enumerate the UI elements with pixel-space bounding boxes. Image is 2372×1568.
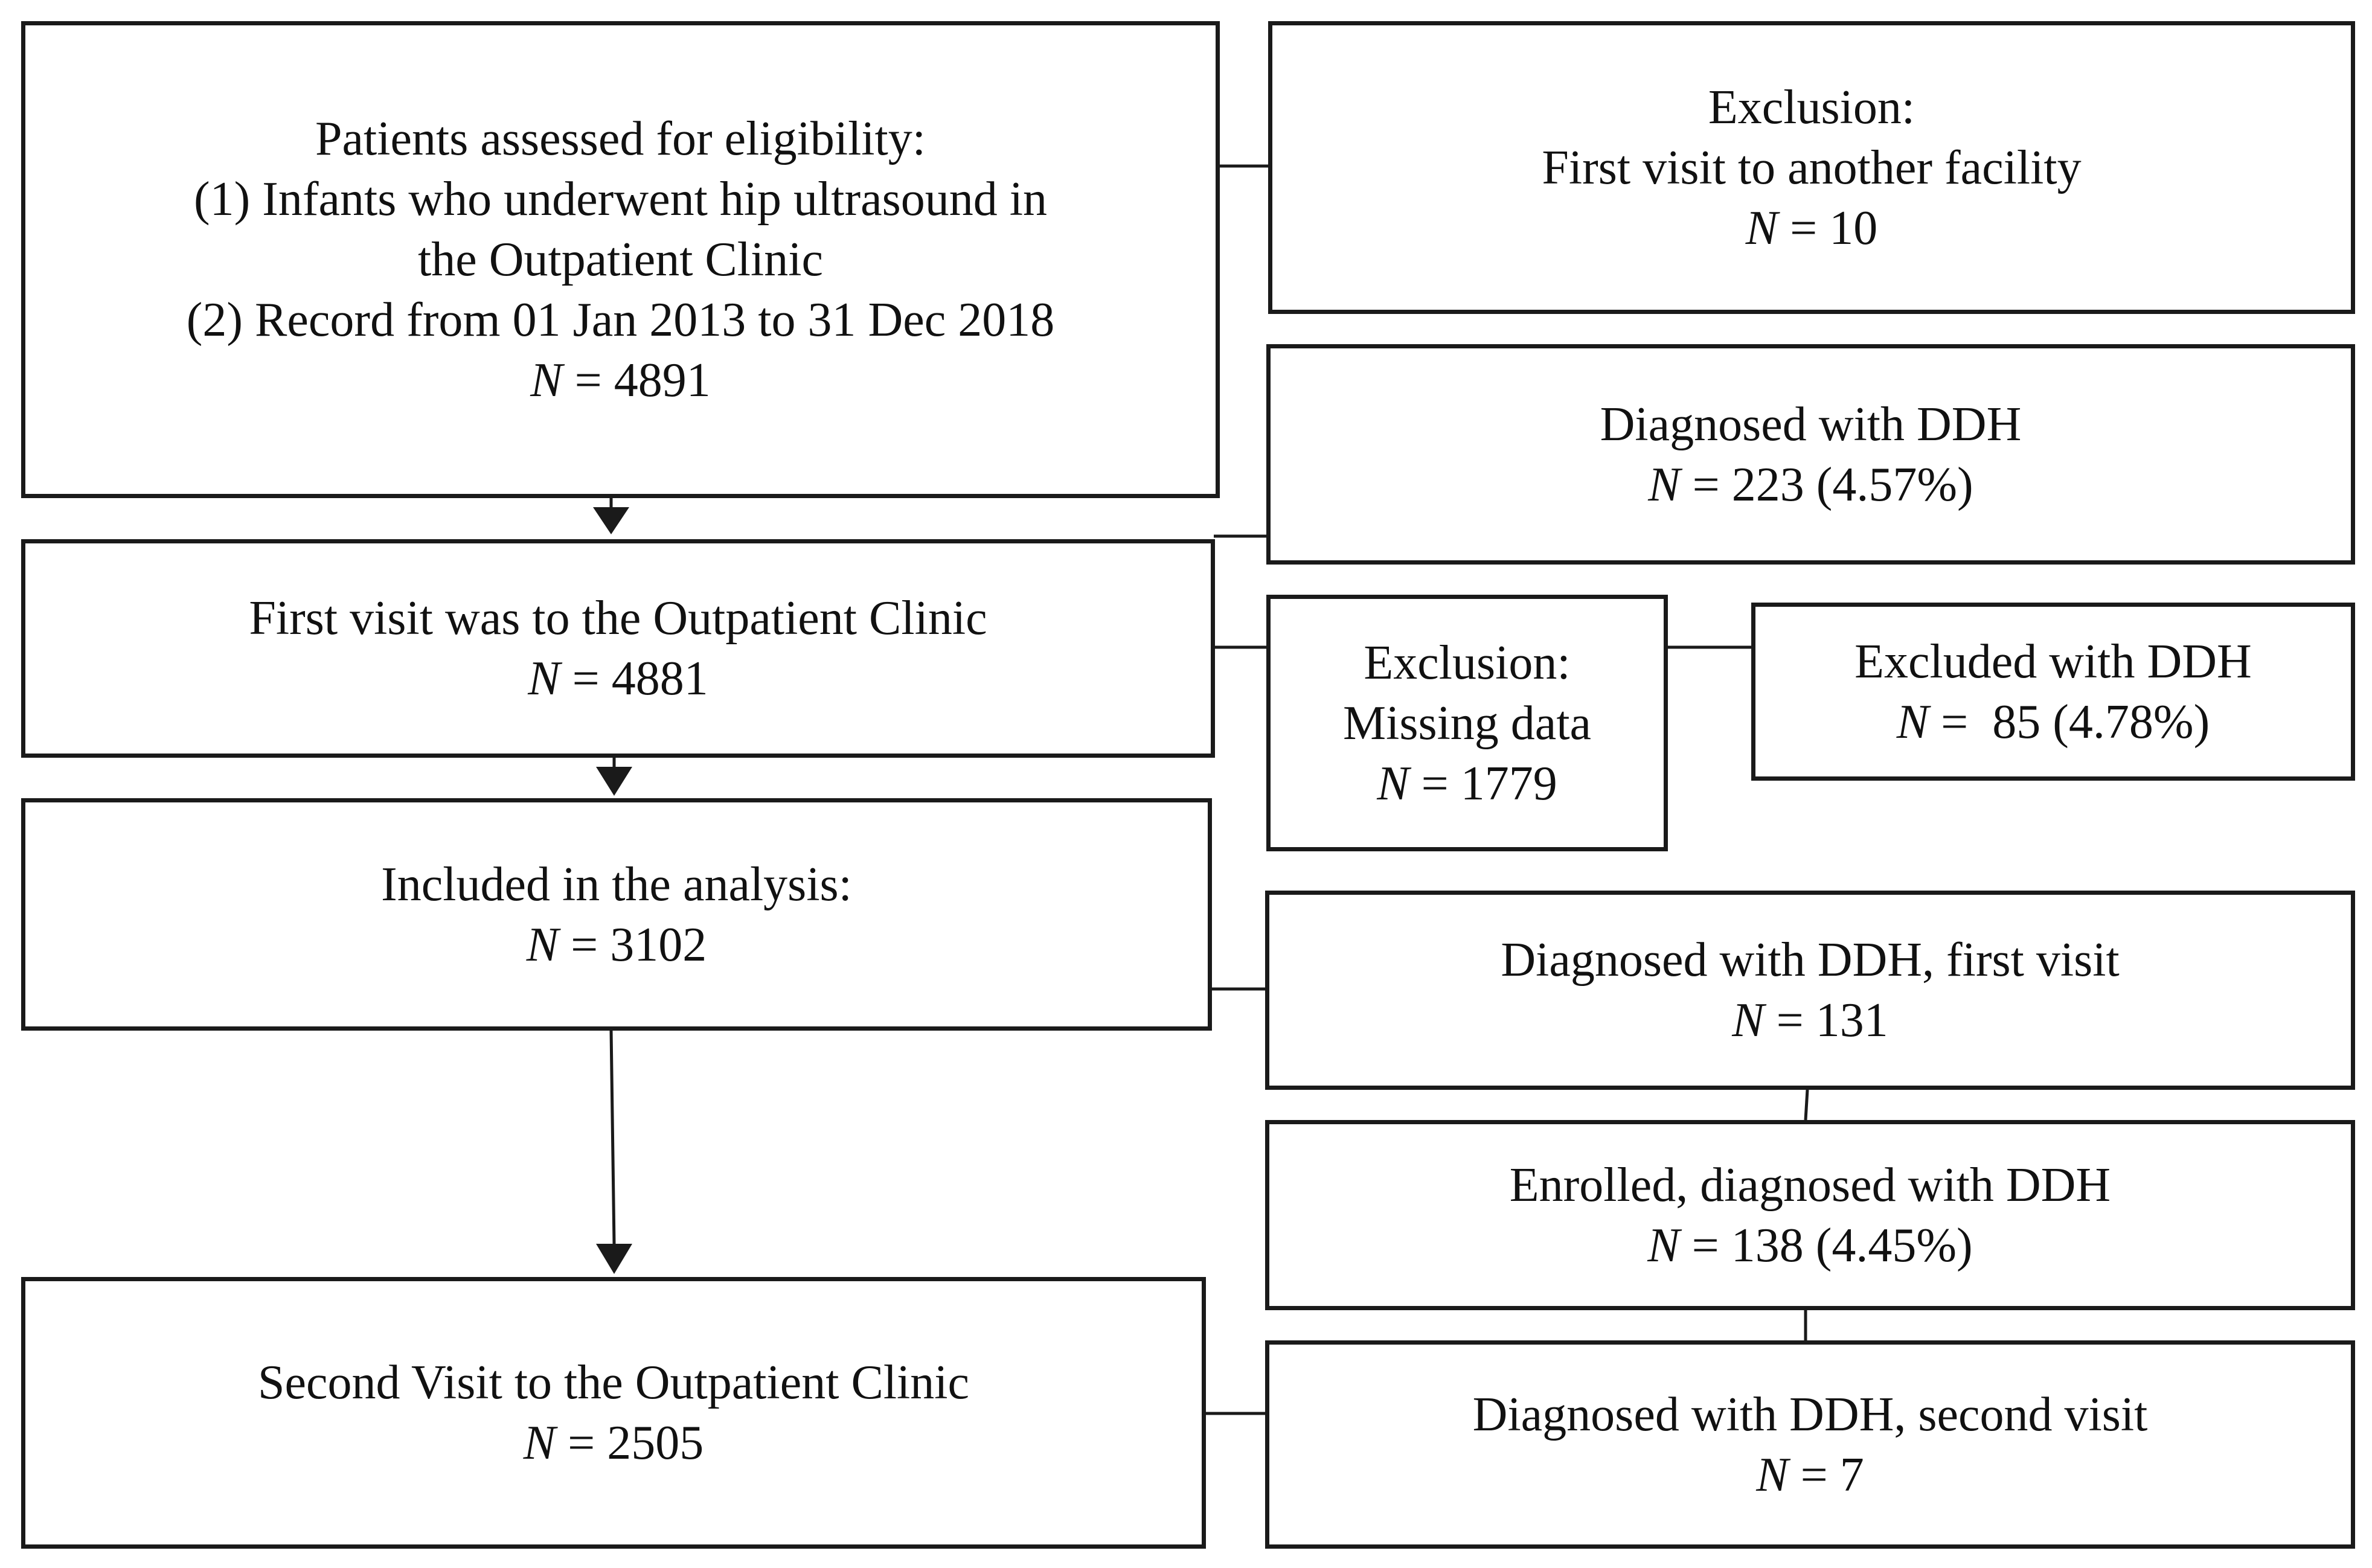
ddh-second-line-1: Diagnosed with DDH, second visit — [1472, 1387, 2148, 1441]
first-visit-n: N = 4881 — [528, 652, 708, 705]
box-ddh-first-text: Diagnosed with DDH, first visit N = 131 — [1501, 930, 2119, 1051]
second-visit-line-1: Second Visit to the Outpatient Clinic — [257, 1356, 970, 1409]
ddh-first-n: N = 131 — [1732, 994, 1888, 1047]
ddh-total-n: N = 223 (4.57%) — [1648, 458, 1973, 511]
enrolled-ddh-n: N = 138 (4.45%) — [1647, 1218, 1973, 1272]
box-ddh-first: Diagnosed with DDH, first visit N = 131 — [1265, 891, 2355, 1090]
box-ddh-second-text: Diagnosed with DDH, second visit N = 7 — [1473, 1384, 2148, 1505]
excl-missing-line-2: Missing data — [1342, 696, 1592, 750]
box-excl-missing-text: Exclusion: Missing data N = 1779 — [1343, 633, 1591, 814]
connector-ddh-first-to-enrolled — [1804, 1089, 1809, 1121]
arrowhead-2 — [596, 767, 632, 796]
box-assessed: Patients assessed for eligibility: (1) I… — [21, 21, 1220, 498]
second-visit-n: N = 2505 — [523, 1416, 704, 1470]
arrowhead-1 — [593, 507, 629, 534]
box-second-visit: Second Visit to the Outpatient Clinic N … — [21, 1277, 1206, 1549]
box-excluded-ddh-text: Excluded with DDH N = 85 (4.78%) — [1854, 632, 2252, 752]
excluded-ddh-line-1: Excluded with DDH — [1854, 635, 2252, 688]
box-first-visit-text: First visit was to the Outpatient Clinic… — [249, 588, 987, 709]
excl-facility-n: N = 10 — [1745, 201, 1878, 255]
arrow-included-to-second-visit — [609, 1029, 616, 1244]
ddh-total-line-1: Diagnosed with DDH — [1600, 397, 2022, 451]
box-included-text: Included in the analysis: N = 3102 — [381, 854, 852, 975]
excl-facility-line-1: Exclusion: — [1708, 80, 1915, 134]
box-assessed-text: Patients assessed for eligibility: (1) I… — [187, 109, 1054, 411]
assessed-line-4: (2) Record from 01 Jan 2013 to 31 Dec 20… — [186, 293, 1055, 347]
assessed-line-3: the Outpatient Clinic — [418, 233, 823, 286]
included-n: N = 3102 — [526, 918, 707, 971]
box-excl-missing: Exclusion: Missing data N = 1779 — [1266, 595, 1668, 851]
first-visit-line-1: First visit was to the Outpatient Clinic — [249, 592, 987, 645]
box-enrolled-ddh: Enrolled, diagnosed with DDH N = 138 (4.… — [1265, 1120, 2355, 1310]
excl-missing-n: N = 1779 — [1377, 757, 1557, 810]
box-excl-facility: Exclusion: First visit to another facili… — [1268, 21, 2355, 314]
box-ddh-total: Diagnosed with DDH N = 223 (4.57%) — [1266, 344, 2355, 565]
box-excluded-ddh: Excluded with DDH N = 85 (4.78%) — [1751, 603, 2355, 781]
excl-missing-line-1: Exclusion: — [1364, 636, 1571, 690]
ddh-second-n: N = 7 — [1756, 1448, 1864, 1502]
excl-facility-line-2: First visit to another facility — [1542, 141, 2082, 194]
box-ddh-total-text: Diagnosed with DDH N = 223 (4.57%) — [1600, 394, 2022, 515]
box-second-visit-text: Second Visit to the Outpatient Clinic N … — [258, 1352, 969, 1473]
arrowhead-3 — [596, 1244, 632, 1274]
enrolled-ddh-line-1: Enrolled, diagnosed with DDH — [1509, 1158, 2111, 1212]
assessed-line-2: (1) Infants who underwent hip ultrasound… — [193, 173, 1048, 226]
box-ddh-second: Diagnosed with DDH, second visit N = 7 — [1265, 1340, 2355, 1549]
box-first-visit: First visit was to the Outpatient Clinic… — [21, 539, 1215, 758]
box-enrolled-ddh-text: Enrolled, diagnosed with DDH N = 138 (4.… — [1510, 1155, 2111, 1276]
ddh-first-line-1: Diagnosed with DDH, first visit — [1501, 933, 2120, 987]
excluded-ddh-n: N = 85 (4.78%) — [1896, 695, 2210, 749]
included-line-1: Included in the analysis: — [381, 857, 852, 911]
assessed-n: N = 4891 — [530, 354, 711, 407]
assessed-line-1: Patients assessed for eligibility: — [315, 112, 926, 165]
box-included: Included in the analysis: N = 3102 — [21, 798, 1212, 1031]
box-excl-facility-text: Exclusion: First visit to another facili… — [1542, 77, 2081, 258]
